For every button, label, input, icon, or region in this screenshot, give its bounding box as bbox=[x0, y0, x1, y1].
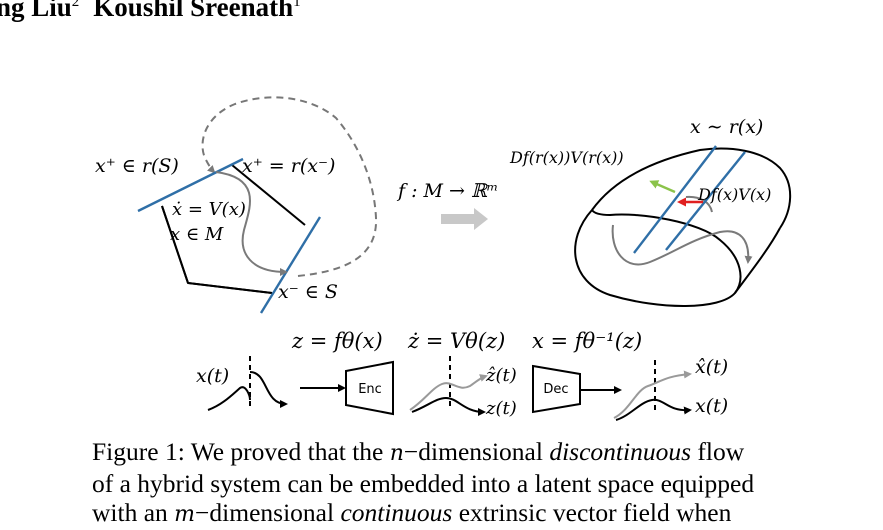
domain-edge-left bbox=[161, 205, 189, 284]
caption-emphasis: discontinuous bbox=[549, 437, 691, 466]
figure-1: x⁺ ∈ r(S) x⁺ = r(x⁻) ẋ = V(x) x ∈ M x⁻ ∈… bbox=[95, 96, 792, 421]
output-hat-curve bbox=[613, 370, 692, 419]
label-output: x(t) bbox=[695, 395, 728, 417]
input-signal-curve-2 bbox=[249, 371, 288, 408]
cylinder-end-ellipse bbox=[574, 209, 742, 307]
encoder-block bbox=[345, 360, 394, 416]
caption-line-2: of a hybrid system can be embedded into … bbox=[92, 468, 755, 498]
label-sample: x ∼ r(x) bbox=[690, 116, 763, 138]
label-pushforward: Df(x)V(x) bbox=[697, 185, 771, 204]
label-dynamics: ẋ = V(x) bbox=[172, 199, 246, 220]
cylinder-back-trajectory bbox=[685, 195, 713, 213]
label-signal-input: x(t) bbox=[196, 365, 229, 387]
label-decoder-eq: x = fθ⁻¹(z) bbox=[532, 329, 642, 353]
caption-text: −dimensional bbox=[195, 498, 341, 527]
label-map: f : M → ℝᵐ bbox=[396, 180, 498, 202]
decoder-block bbox=[532, 364, 581, 414]
input-signal-curve bbox=[207, 386, 251, 411]
caption-math: m bbox=[174, 502, 196, 527]
embedding-map: f : M → ℝᵐ bbox=[396, 180, 498, 230]
guard-line-pre bbox=[259, 216, 322, 314]
label-output-hat: x̂(t) bbox=[695, 356, 728, 378]
caption-math: n bbox=[389, 441, 404, 466]
label-pre-guard: x⁻ ∈ S bbox=[278, 281, 338, 303]
domain-trajectory bbox=[215, 171, 288, 276]
caption-text: flow bbox=[691, 437, 745, 466]
decoder-label: Dec bbox=[543, 382, 568, 397]
label-guard-set: x⁺ ∈ r(S) bbox=[95, 155, 179, 177]
label-pushforward-reset: Df(r(x))V(r(x)) bbox=[509, 148, 624, 167]
latent-hat-curve bbox=[409, 374, 488, 411]
domain-edge-top bbox=[231, 164, 306, 226]
caption-emphasis: continuous bbox=[340, 498, 453, 527]
green-vector bbox=[649, 180, 676, 194]
output-curve bbox=[615, 398, 692, 421]
author-line: ng Liu2 Koushil Sreenath1 bbox=[0, 0, 301, 23]
autoencoder-pipeline: z = fθ(x) ż = Vθ(z) x = fθ⁻¹(z) x(t) Enc… bbox=[196, 329, 728, 421]
dashed-reset-path bbox=[201, 96, 378, 277]
label-latent: z(t) bbox=[485, 398, 517, 419]
caption-line-3: with an m−dimensional continuous extrins… bbox=[92, 498, 796, 530]
encoder-label: Enc bbox=[358, 382, 382, 397]
guard-line-reset bbox=[137, 157, 244, 213]
hybrid-domain-panel: x⁺ ∈ r(S) x⁺ = r(x⁻) ẋ = V(x) x ∈ M x⁻ ∈… bbox=[95, 96, 378, 314]
author-affiliation-1: 2 bbox=[71, 0, 80, 10]
label-reset-map: x⁺ = r(x⁻) bbox=[242, 155, 335, 177]
cylinder-front-curve bbox=[611, 224, 753, 266]
label-latent-hat: ẑ(t) bbox=[485, 365, 517, 386]
author-name-1: ng Liu bbox=[0, 0, 72, 22]
label-latent-dyn: ż = Vθ(z) bbox=[407, 329, 505, 353]
map-arrow bbox=[441, 208, 488, 230]
latent-curve bbox=[411, 396, 486, 416]
caption-text: Figure 1: We proved that the bbox=[92, 437, 390, 466]
figure-caption: Figure 1: We proved that the n−dimension… bbox=[92, 437, 796, 530]
caption-line-1: Figure 1: We proved that the n−dimension… bbox=[92, 437, 796, 469]
cylinder-guard-line-1 bbox=[633, 145, 717, 254]
latent-cylinder-panel: x ∼ r(x) Df(r(x))V(r(x)) Df(x)V(x) bbox=[509, 116, 792, 307]
label-encoder-eq: z = fθ(x) bbox=[291, 329, 383, 353]
cylinder-guard-line-2 bbox=[665, 151, 746, 251]
author-name-2: Koushil Sreenath bbox=[93, 0, 294, 22]
label-manifold: x ∈ M bbox=[170, 224, 224, 245]
caption-text: with an bbox=[92, 498, 175, 527]
caption-text: −dimensional bbox=[403, 437, 550, 466]
caption-text: extrinsic vector field when bbox=[452, 498, 732, 527]
cylinder-top-edge bbox=[591, 147, 792, 229]
domain-edge-bottom bbox=[187, 282, 273, 294]
author-affiliation-2: 1 bbox=[293, 0, 301, 10]
